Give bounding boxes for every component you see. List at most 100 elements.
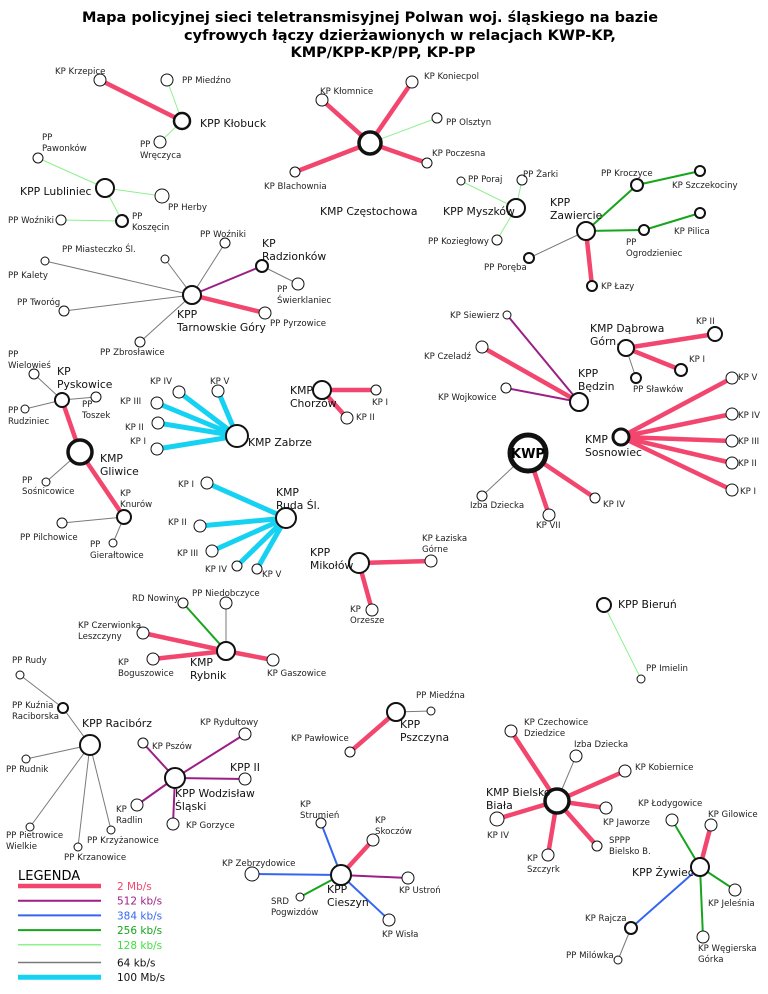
node-rybnik[interactable] bbox=[216, 641, 236, 661]
node-r3[interactable] bbox=[205, 544, 219, 558]
node-bielsko[interactable] bbox=[543, 787, 571, 815]
node-bierun[interactable] bbox=[596, 597, 612, 613]
node-izba2[interactable] bbox=[569, 749, 583, 763]
node-pyrzowice[interactable] bbox=[258, 306, 272, 320]
node-s3[interactable] bbox=[725, 434, 739, 448]
node-ustron[interactable] bbox=[401, 871, 415, 885]
node-myszkow[interactable] bbox=[506, 198, 526, 218]
node-wojkowice[interactable] bbox=[500, 382, 512, 394]
node-zebrzydowice[interactable] bbox=[244, 866, 260, 882]
node-zab3[interactable] bbox=[150, 396, 164, 410]
node-strumien[interactable] bbox=[315, 817, 327, 829]
node-sosnicowice[interactable] bbox=[41, 477, 51, 487]
node-czest[interactable] bbox=[357, 130, 383, 156]
node-knurow[interactable] bbox=[116, 509, 132, 525]
node-gorzyce[interactable] bbox=[166, 817, 180, 831]
node-czeladz[interactable] bbox=[475, 340, 489, 354]
node-sosnowiec[interactable] bbox=[611, 427, 631, 447]
node-zywiec[interactable] bbox=[690, 857, 710, 877]
node-gaszowice[interactable] bbox=[266, 653, 280, 667]
node-wielowies[interactable] bbox=[28, 368, 40, 380]
node-bb4[interactable] bbox=[489, 811, 505, 827]
node-pietrowice[interactable] bbox=[25, 822, 35, 832]
node-zawiercie[interactable] bbox=[576, 221, 596, 241]
node-rudziniec[interactable] bbox=[20, 404, 30, 414]
node-wozniki1[interactable] bbox=[55, 214, 67, 226]
node-czechowice[interactable] bbox=[504, 724, 518, 738]
node-ogrodzieniec[interactable] bbox=[638, 224, 650, 236]
node-kalety[interactable] bbox=[40, 256, 50, 266]
node-zabrze[interactable] bbox=[225, 424, 249, 448]
node-pilchowice[interactable] bbox=[56, 517, 68, 529]
node-poreba[interactable] bbox=[523, 252, 535, 264]
node-s5[interactable] bbox=[725, 371, 739, 385]
node-imielin[interactable] bbox=[636, 674, 646, 684]
node-orzesze[interactable] bbox=[365, 603, 379, 617]
node-krzyzanowice[interactable] bbox=[106, 825, 116, 835]
node-zarki[interactable] bbox=[516, 174, 528, 186]
node-jelesnia[interactable] bbox=[728, 883, 742, 897]
node-czerwionka[interactable] bbox=[136, 626, 150, 640]
node-dabrowa[interactable] bbox=[617, 339, 635, 357]
node-blachownia[interactable] bbox=[289, 166, 301, 178]
node-rydultowy[interactable] bbox=[238, 727, 252, 741]
node-klobuck[interactable] bbox=[172, 111, 192, 131]
node-izba1[interactable] bbox=[476, 490, 488, 502]
node-toszek[interactable] bbox=[90, 391, 102, 403]
node-pyskowice[interactable] bbox=[54, 392, 70, 408]
node-raciborz[interactable] bbox=[79, 734, 101, 756]
node-laziska[interactable] bbox=[424, 554, 438, 568]
node-boguszowice[interactable] bbox=[146, 652, 160, 666]
node-krzepice[interactable] bbox=[93, 73, 107, 87]
node-s2[interactable] bbox=[725, 456, 739, 470]
node-kwp4[interactable] bbox=[589, 492, 601, 504]
node-siewierz[interactable] bbox=[502, 310, 512, 320]
node-r5[interactable] bbox=[251, 563, 263, 575]
node-poczesna[interactable] bbox=[421, 157, 433, 169]
node-miedzna[interactable] bbox=[426, 706, 436, 716]
node-cieszyn[interactable] bbox=[330, 864, 352, 886]
node-pawlowice[interactable] bbox=[344, 746, 356, 758]
node-radzionkow[interactable] bbox=[255, 259, 269, 273]
node-skoczow[interactable] bbox=[366, 833, 380, 847]
node-koniecpol[interactable] bbox=[405, 75, 419, 89]
node-swierklaniec[interactable] bbox=[291, 277, 305, 291]
node-zab4[interactable] bbox=[172, 385, 186, 399]
node-lubliniec[interactable] bbox=[95, 178, 115, 198]
node-wreczyca[interactable] bbox=[153, 135, 167, 149]
node-kroczyce[interactable] bbox=[630, 178, 644, 192]
node-pilica[interactable] bbox=[694, 207, 706, 219]
node-zab2[interactable] bbox=[151, 416, 165, 430]
node-kwp[interactable] bbox=[507, 432, 549, 474]
node-niedobczyce[interactable] bbox=[219, 596, 233, 610]
node-bedzin[interactable] bbox=[569, 392, 589, 412]
node-lodygowice[interactable] bbox=[665, 813, 679, 827]
node-sppp[interactable] bbox=[591, 840, 603, 852]
node-tworog[interactable] bbox=[58, 305, 70, 317]
node-wisla[interactable] bbox=[382, 913, 396, 927]
node-srd[interactable] bbox=[295, 892, 305, 902]
node-pszczyna[interactable] bbox=[386, 702, 406, 722]
node-milowka[interactable] bbox=[613, 955, 623, 965]
node-d1[interactable] bbox=[674, 363, 688, 377]
node-herby[interactable] bbox=[154, 188, 170, 204]
node-zbroslawice[interactable] bbox=[134, 336, 146, 348]
node-r4[interactable] bbox=[231, 560, 243, 572]
node-r2[interactable] bbox=[193, 519, 207, 533]
node-kozieglowy[interactable] bbox=[491, 234, 503, 246]
node-kuznia[interactable] bbox=[57, 702, 69, 714]
node-wozniki2[interactable] bbox=[219, 237, 231, 249]
node-gilowice[interactable] bbox=[704, 818, 718, 832]
node-krzanowice[interactable] bbox=[73, 842, 83, 852]
node-lazy[interactable] bbox=[586, 280, 598, 292]
node-jaworze[interactable] bbox=[599, 801, 613, 815]
node-gieraltowice[interactable] bbox=[108, 538, 118, 548]
node-miedzno[interactable] bbox=[160, 73, 174, 87]
node-radlin[interactable] bbox=[130, 798, 144, 812]
node-nowiny[interactable] bbox=[177, 597, 189, 609]
node-tg[interactable] bbox=[182, 285, 202, 305]
node-ch2[interactable] bbox=[340, 411, 354, 425]
node-rajcza[interactable] bbox=[624, 921, 638, 935]
node-zab5[interactable] bbox=[211, 384, 225, 398]
node-ch1[interactable] bbox=[370, 384, 382, 396]
